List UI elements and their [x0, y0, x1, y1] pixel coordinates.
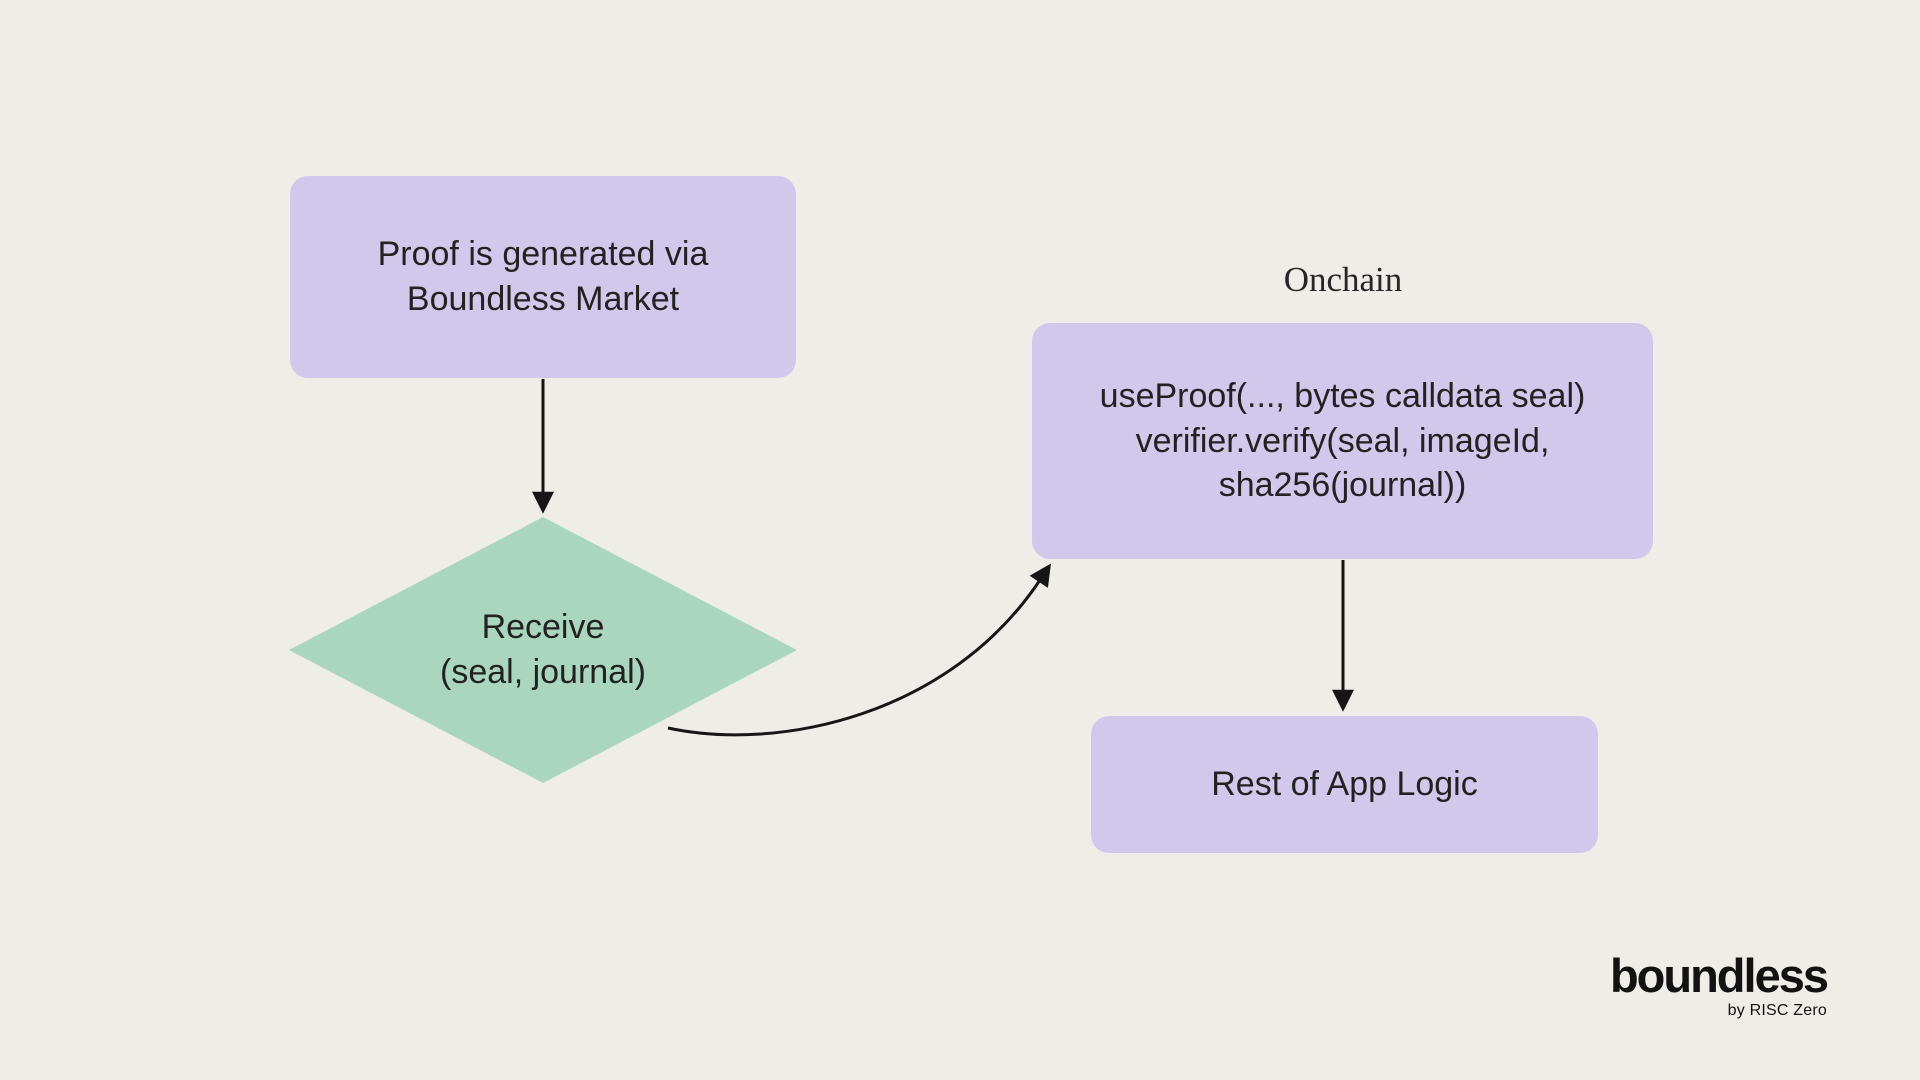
- node-receive-label: Receive (seal, journal): [440, 608, 646, 691]
- node-rest-of-app-logic: Rest of App Logic: [1091, 716, 1598, 853]
- node-proof-generated: Proof is generated via Boundless Market: [290, 176, 796, 378]
- boundless-byline: by RISC Zero: [1727, 1002, 1827, 1019]
- boundless-wordmark: boundless: [1609, 949, 1829, 1002]
- node-useproof-verify: useProof(..., bytes calldata seal) verif…: [1032, 323, 1653, 559]
- boundless-logo: boundless by RISC Zero: [1609, 949, 1829, 1020]
- onchain-label: Onchain: [1283, 260, 1403, 299]
